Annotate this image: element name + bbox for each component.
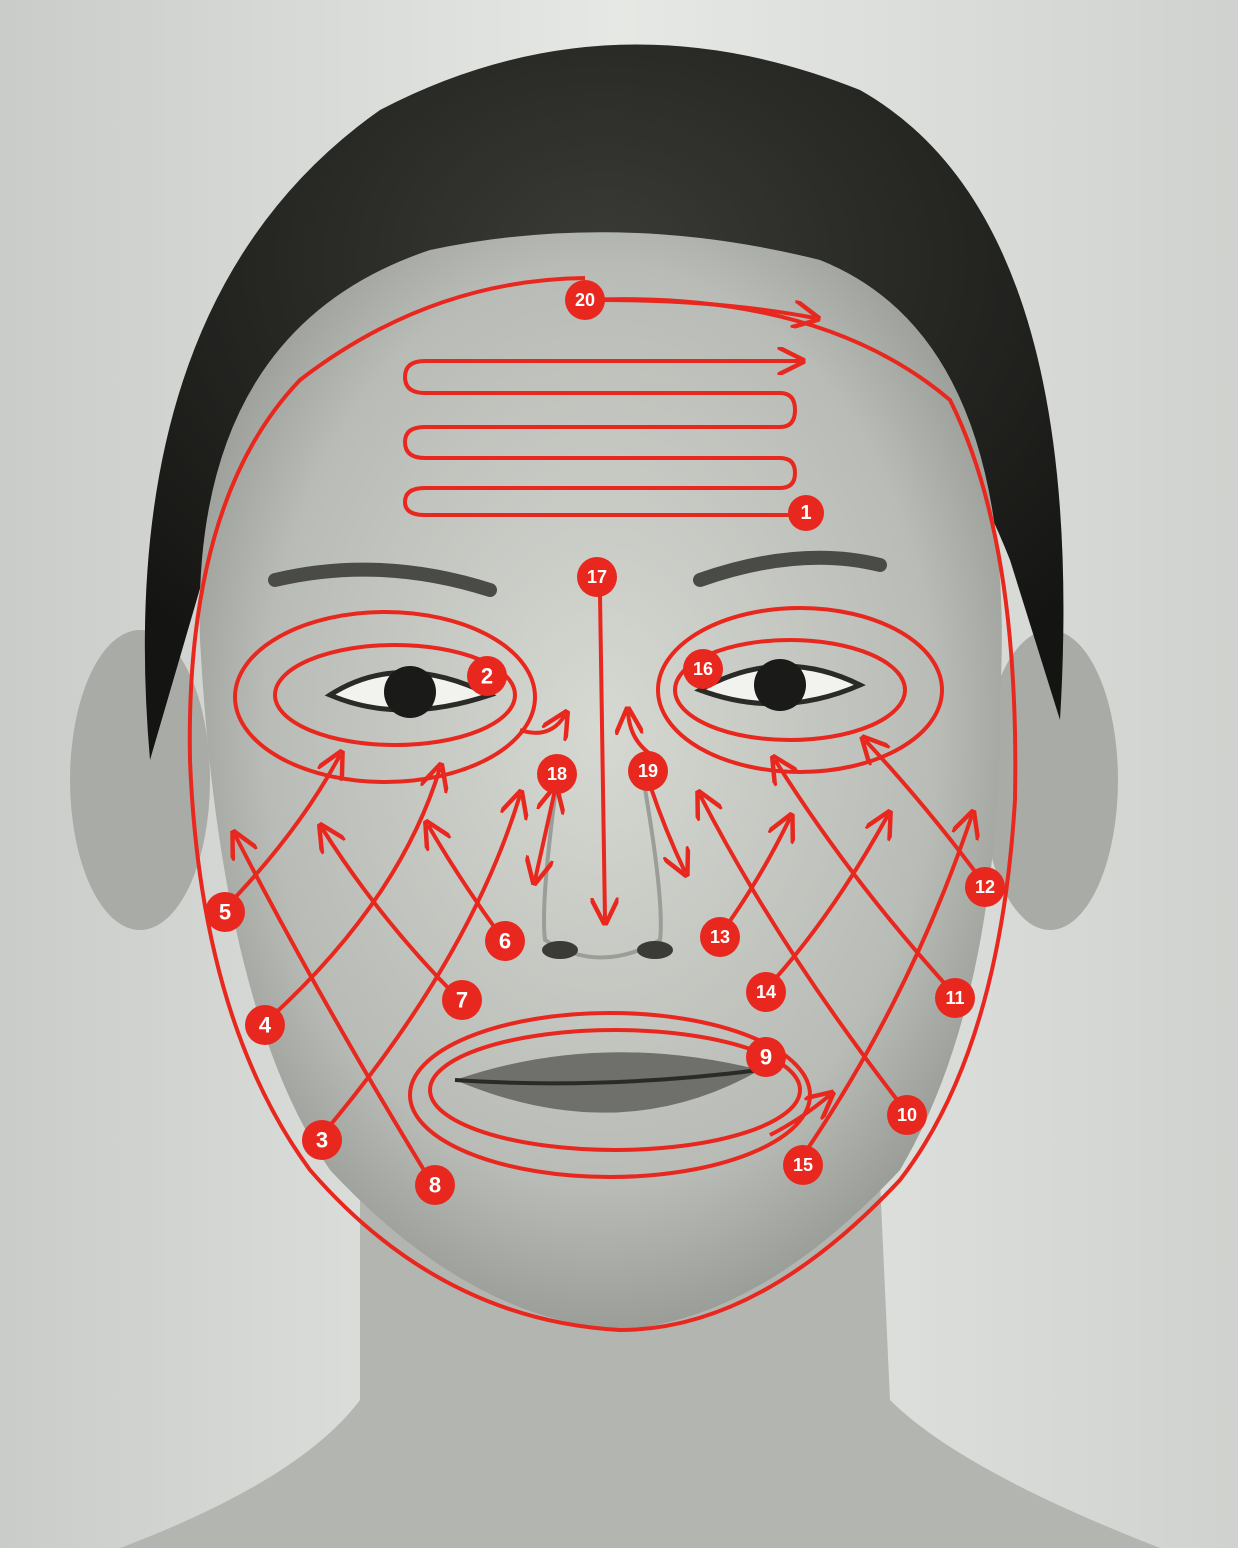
step-badge-18: 18 [537, 754, 577, 794]
step-badge-13: 13 [700, 917, 740, 957]
svg-text:5: 5 [219, 900, 231, 925]
svg-text:2: 2 [481, 664, 493, 689]
svg-text:1: 1 [800, 502, 811, 524]
svg-text:9: 9 [760, 1045, 772, 1070]
step-badge-3: 3 [302, 1120, 342, 1160]
svg-text:18: 18 [547, 764, 567, 784]
step-badge-2: 2 [467, 656, 507, 696]
step-badge-17: 17 [577, 557, 617, 597]
step-badge-1: 1 [788, 495, 824, 531]
svg-text:7: 7 [456, 988, 468, 1013]
svg-text:8: 8 [429, 1173, 441, 1198]
step-badge-11: 11 [935, 978, 975, 1018]
svg-text:6: 6 [499, 929, 511, 954]
step-badge-5: 5 [205, 892, 245, 932]
svg-text:20: 20 [575, 290, 595, 310]
step-badge-12: 12 [965, 867, 1005, 907]
svg-text:12: 12 [975, 877, 995, 897]
step-badge-8: 8 [415, 1165, 455, 1205]
step-badge-10: 10 [887, 1095, 927, 1135]
svg-text:14: 14 [756, 982, 776, 1002]
svg-text:13: 13 [710, 927, 730, 947]
step-badge-7: 7 [442, 980, 482, 1020]
step-badge-9: 9 [746, 1037, 786, 1077]
svg-text:15: 15 [793, 1155, 813, 1175]
step-badge-15: 15 [783, 1145, 823, 1185]
step-badge-6: 6 [485, 921, 525, 961]
step-badge-14: 14 [746, 972, 786, 1012]
svg-text:10: 10 [897, 1105, 917, 1125]
svg-text:3: 3 [316, 1128, 328, 1153]
step-badge-4: 4 [245, 1005, 285, 1045]
svg-text:11: 11 [945, 988, 964, 1008]
svg-text:17: 17 [587, 567, 607, 587]
step-badge-19: 19 [628, 751, 668, 791]
svg-text:4: 4 [259, 1013, 272, 1038]
svg-text:19: 19 [638, 761, 658, 781]
svg-text:16: 16 [693, 659, 713, 679]
step-badge-20: 20 [565, 280, 605, 320]
step-badge-16: 16 [683, 649, 723, 689]
